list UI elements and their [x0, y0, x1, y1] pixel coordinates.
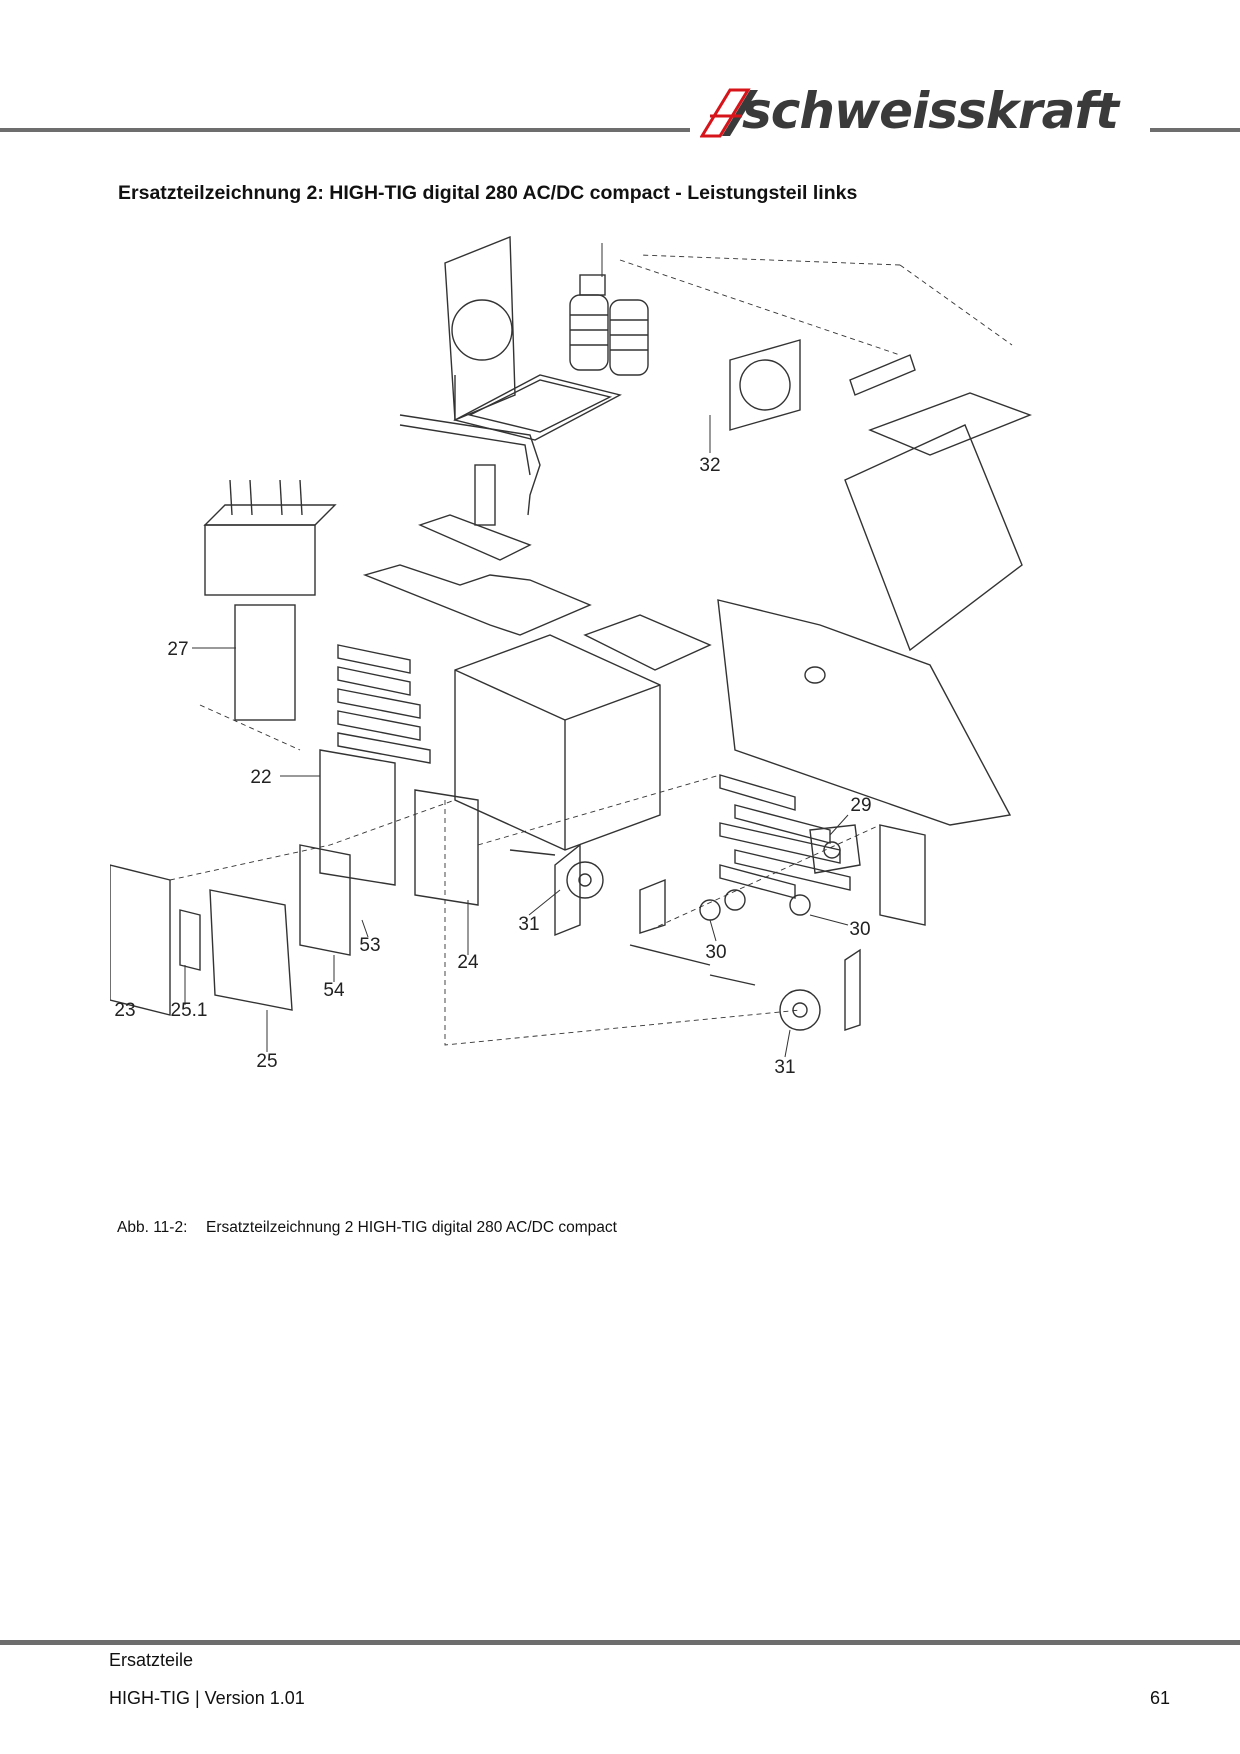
- part-label-27: 27: [167, 639, 188, 660]
- part-label-25: 25: [256, 1051, 277, 1072]
- part-label-31-bottom: 31: [774, 1057, 795, 1078]
- footer-rule: [0, 1640, 1240, 1645]
- figure-caption: Abb. 11-2: Ersatzteilzeichnung 2 HIGH-TIG…: [117, 1219, 617, 1237]
- part-label-23: 23: [114, 1000, 135, 1021]
- part-label-28: 28: [591, 225, 612, 228]
- caption-number: Abb. 11-2:: [117, 1219, 188, 1236]
- exploded-view-illustration: 28 32 27 22 29 31 30 30 24 53 54 23 25.1…: [109, 207, 1032, 1078]
- part-label-32: 32: [699, 455, 720, 476]
- part-label-29: 29: [850, 795, 871, 816]
- logo-mark-icon: [700, 88, 758, 138]
- part-label-30-left: 30: [705, 942, 726, 963]
- header-rule-right: [1150, 128, 1240, 132]
- part-label-24: 24: [457, 952, 479, 973]
- part-label-54: 54: [323, 980, 345, 1001]
- part-label-53: 53: [359, 935, 380, 956]
- header-rule: [0, 128, 690, 132]
- logo-text: schweisskraft: [742, 82, 1119, 140]
- part-label-30-right: 30: [849, 919, 870, 940]
- part-label-22: 22: [250, 767, 271, 788]
- exploded-parts-drawing: 28 32 27 22 29 31 30 30 24 53 54 23 25.1…: [109, 207, 1150, 1200]
- page-number: 61: [1149, 1688, 1170, 1708]
- page-title: Ersatzteilzeichnung 2: HIGH-TIG digital …: [118, 182, 858, 204]
- part-label-25-1: 25.1: [171, 1000, 208, 1021]
- part-label-31-top: 31: [518, 914, 539, 935]
- brand-logo: schweisskraft: [700, 82, 1160, 140]
- footer-section: Ersatzteile: [109, 1650, 194, 1670]
- caption-text: Ersatzteilzeichnung 2 HIGH-TIG digital 2…: [206, 1219, 617, 1236]
- footer-version: HIGH-TIG | Version 1.01: [109, 1688, 305, 1708]
